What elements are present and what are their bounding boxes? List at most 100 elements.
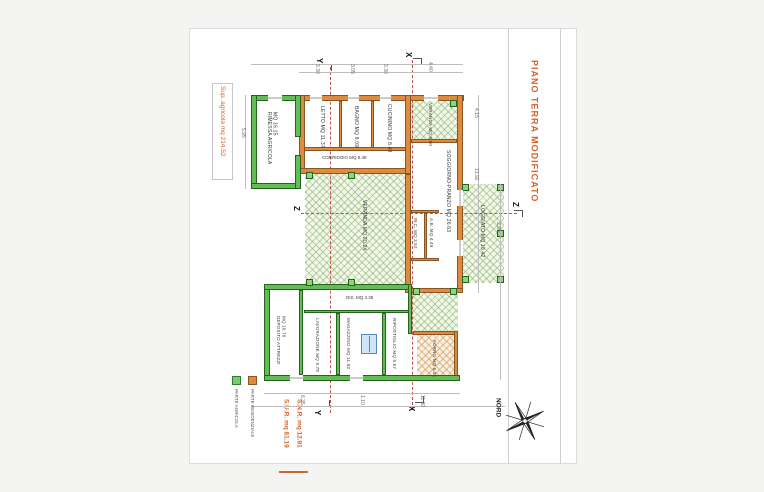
room-label-lavorazione: LAVORAZIONE MQ 9.78 (315, 318, 321, 372)
room-label-cucinino: CUCININO MQ 8.48 (385, 104, 392, 153)
dimension-line (478, 95, 479, 293)
wall (251, 95, 257, 189)
window (380, 95, 391, 101)
room-label-dis: DIS. MQ 3.38 (346, 295, 374, 300)
pillar (462, 276, 469, 283)
window (348, 95, 359, 101)
forno-area (417, 335, 455, 376)
wall (382, 313, 386, 375)
pillar (462, 184, 469, 191)
wall (264, 284, 412, 290)
room-label-ab: A.B. MQ 4.49 (429, 218, 435, 248)
dimension-text: 2.95 (494, 222, 501, 232)
room-label-deposito: DEPOSITO ATTREZZI MQ 10.78 (276, 316, 287, 365)
dimension-text: 11.80 (418, 395, 425, 408)
sink-fixture (361, 334, 377, 354)
north-label: NORD (494, 398, 502, 418)
room-label-magazzino: MAGAZZINO MQ 11.93 (346, 318, 352, 370)
dimension-text: 1.10 (358, 395, 365, 405)
wall (371, 101, 374, 150)
pillar (450, 288, 457, 295)
pillar (306, 172, 313, 179)
dimension-line (500, 184, 501, 380)
titleblock-separator-1 (508, 28, 509, 464)
wall (408, 284, 412, 334)
wall (424, 213, 427, 261)
wall (405, 288, 463, 293)
dimension-text: 3.30 (381, 64, 388, 74)
sur-label: S.U.R. mq 81.19 (282, 399, 290, 448)
window (350, 375, 363, 381)
sup-agricola-box: Sup. agricola mq 214.52 (212, 83, 233, 180)
dimension-line (251, 406, 505, 407)
section-bracket (415, 396, 424, 403)
section-marker-x-top: X (404, 52, 414, 58)
legend-label-agricola: PARTE AGRICOLA (234, 389, 240, 428)
window (310, 95, 322, 101)
room-label-veranda-left: VERANDA MQ 20.24 (360, 200, 367, 251)
section-marker-z-left: Z (292, 206, 302, 211)
room-label-soggiorno: SOGGIORNO-PRANZO MQ 26.63 (444, 150, 451, 233)
wall (304, 310, 412, 313)
section-line-y (330, 67, 331, 413)
room-label-bagno: BAGNO MQ 8.09 (352, 106, 359, 148)
room-label-veranda-top: VERANDA MQ 8.80 (428, 103, 434, 147)
wall (405, 95, 411, 174)
legend-swatch-residenziale (248, 376, 257, 385)
room-label-corridoio: CORRIDOIO MQ 8.38 (322, 155, 367, 160)
section-line-x (412, 60, 413, 410)
section-bracket (514, 210, 523, 217)
section-bracket (413, 58, 422, 65)
room-label-rimessa: RIMESSA AGRICOLA MQ 16.15 (265, 112, 278, 165)
pillar (413, 288, 420, 295)
section-marker-y-top: Y (315, 58, 325, 64)
window (457, 240, 463, 256)
wall (405, 174, 411, 293)
legend-label-residenziale: PARTE RESIDENZIALE (250, 389, 256, 438)
compass-rose-icon (505, 401, 545, 441)
dimension-text: 4.15 (472, 108, 479, 118)
wall (454, 331, 458, 379)
window (290, 375, 303, 381)
section-marker-x-bottom: X (407, 406, 417, 412)
room-label-loggiato: LOGGIATO MQ 18.42 (478, 205, 485, 258)
sheet-title: PIANO TERRA MODIFICATO (529, 60, 540, 203)
pillar (306, 279, 313, 286)
pillar (450, 100, 457, 107)
legend-swatch-agricola (232, 376, 241, 385)
wall (336, 313, 340, 375)
wall (251, 183, 301, 189)
section-marker-y-bottom: Y (313, 410, 323, 416)
dimension-text: 4.40 (426, 62, 433, 72)
sink-divider (369, 336, 370, 352)
pillar (348, 172, 355, 179)
room-label-forno: FORNO MQ 5.31 (432, 340, 438, 378)
snr-label: S.N.R. mq 12.91 (295, 399, 303, 448)
wall (339, 101, 342, 150)
wall (411, 210, 439, 213)
room-label-wc: W.C. MQ 3.52 (413, 218, 419, 249)
dimension-line (251, 64, 463, 65)
titleblock-separator-2 (560, 28, 561, 464)
dimension-text: 3.30 (313, 64, 320, 74)
wall (295, 95, 301, 137)
veranda-left-area (305, 173, 405, 284)
wall (413, 331, 458, 335)
section-bracket (323, 64, 332, 71)
wall (264, 284, 270, 381)
dimension-line (264, 393, 460, 394)
dimension-line (299, 72, 463, 73)
dimension-text: 13.92 (472, 168, 479, 181)
window (424, 95, 438, 101)
sup-agricola-label: Sup. agricola mq 214.52 (219, 86, 227, 157)
wall (411, 139, 457, 143)
wall (411, 258, 439, 261)
dimension-text: 3.05 (348, 64, 355, 74)
wall (295, 155, 301, 189)
sur-snr-box: S.U.R. mq 81.19 S.N.R. mq 12.91 (279, 397, 308, 473)
window (457, 190, 463, 206)
room-label-letto: LETTO MQ 11.37 (318, 106, 325, 148)
section-marker-z-right: Z (511, 202, 521, 207)
veranda-bottom-area (412, 290, 458, 331)
room-label-ripostiglio: RIPOSTIGLIO MQ 5.57 (392, 318, 398, 370)
